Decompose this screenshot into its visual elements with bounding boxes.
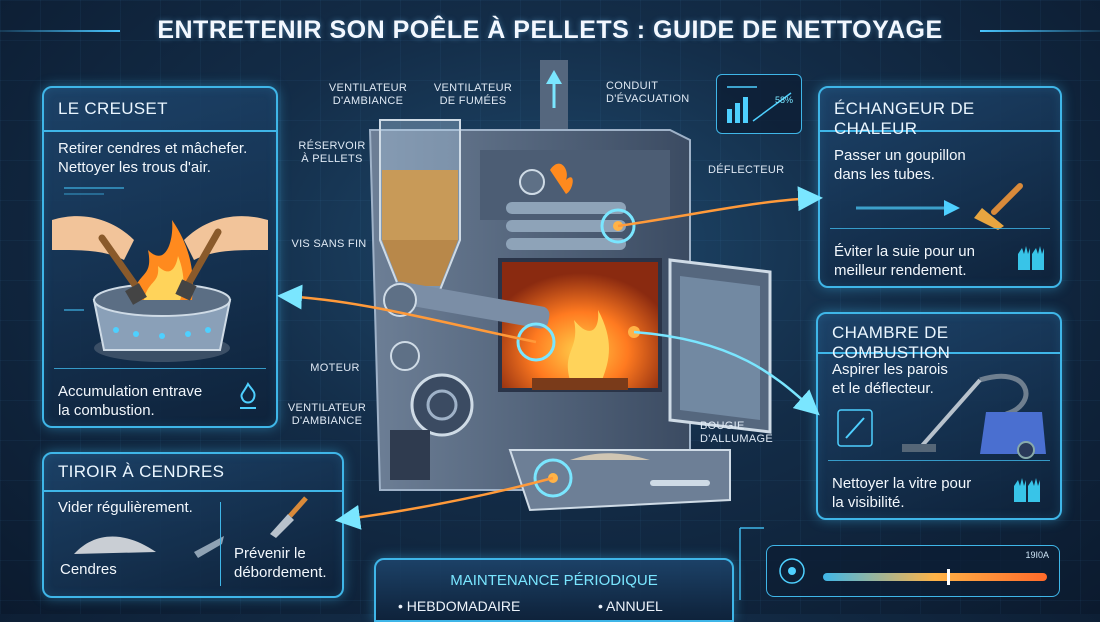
callout-text: VENTILATEUR [433, 82, 513, 94]
echangeur-text-2: dans les tubes. [834, 166, 935, 183]
callout-text: BOUGIE [700, 420, 745, 432]
tiroir-prevent-2: débordement. [234, 564, 327, 581]
brush-illustration [856, 183, 1023, 230]
temperature-bar [823, 573, 1047, 581]
chambre-text-2: et le déflecteur. [832, 380, 934, 397]
tiroir-prevent-1: Prévenir le [234, 545, 306, 562]
callout-conduit: CONDUIT D'ÉVACUATION [606, 80, 704, 106]
monitor-value: 58% [774, 95, 793, 105]
ash-pile-illustration [74, 536, 224, 558]
callout-text: CONDUIT [606, 80, 659, 92]
callout-vis: VIS SANS FIN [284, 238, 374, 251]
callout-text: RÉSERVOIR [298, 140, 366, 152]
maintenance-title: MAINTENANCE PÉRIODIQUE [450, 572, 658, 589]
panel-chambre-title: CHAMBRE DE COMBUSTION [832, 323, 951, 362]
callout-text: MOTEUR [310, 362, 360, 374]
gloves-icon [1018, 246, 1044, 270]
maintenance-item-annual: • ANNUEL [598, 598, 663, 614]
callout-text: D'AMBIANCE [332, 95, 404, 107]
panel-tiroir-header: TIROIR À CENDRES [44, 454, 342, 492]
panel-creuset: LE CREUSET Retirer cendres et mâchefer. … [42, 86, 278, 428]
page-title: ENTRETENIR SON POÊLE À PELLETS : GUIDE D… [157, 16, 943, 44]
bar-graph-icon [727, 86, 792, 123]
burn-pot-illustration [52, 187, 268, 362]
callout-reservoir: RÉSERVOIR À PELLETS [292, 140, 372, 166]
panel-chambre: CHAMBRE DE COMBUSTION Aspirer les parois… [816, 312, 1062, 520]
pellet-stove-illustration [368, 60, 772, 512]
echangeur-divider [830, 228, 1050, 229]
creuset-bottom-1: Accumulation entrave [58, 383, 203, 400]
callout-text: VENTILATEUR [328, 82, 408, 94]
callout-text: D'ALLUMAGE [700, 433, 773, 445]
gauge-widget: 19I0A [766, 545, 1060, 597]
panel-creuset-header: LE CREUSET [44, 88, 276, 132]
callout-ventilateur-ambiance-bottom: VENTILATEUR D'AMBIANCE [280, 402, 374, 428]
chambre-bottom-2: la visibilité. [832, 494, 905, 511]
callout-ventilateur-ambiance-top: VENTILATEUR D'AMBIANCE [322, 82, 414, 108]
callout-text: DÉFLECTEUR [708, 164, 785, 176]
chambre-text-1: Aspirer les parois [832, 361, 948, 378]
callout-ventilateur-fumees: VENTILATEUR DE FUMÉES [432, 82, 514, 108]
callout-text: VENTILATEUR [287, 402, 367, 414]
chambre-divider [828, 460, 1050, 461]
title-bar: ENTRETENIR SON POÊLE À PELLETS : GUIDE D… [0, 8, 1100, 52]
title-decor-right [980, 30, 1100, 32]
tiroir-text-1: Vider régulièrement. [58, 499, 193, 516]
panel-echangeur-header: ÉCHANGEUR DE CHALEUR [820, 88, 1060, 138]
flame-icon [240, 382, 256, 409]
callout-bougie: BOUGIE D'ALLUMAGE [700, 420, 792, 446]
ash-label: Cendres [60, 561, 117, 578]
callout-text: DE FUMÉES [439, 95, 507, 107]
panel-tiroir: TIROIR À CENDRES Vider régulièrement. Ce… [42, 452, 344, 598]
monitor-widget: 58% [716, 74, 802, 134]
creuset-text-1: Retirer cendres et mâchefer. [58, 140, 248, 157]
callout-text: D'AMBIANCE [291, 415, 363, 427]
trowel-icon [270, 496, 308, 538]
creuset-bottom-2: la combustion. [58, 402, 155, 419]
echangeur-bottom-1: Éviter la suie pour un [834, 243, 975, 260]
echangeur-bottom-2: meilleur rendement. [834, 262, 967, 279]
creuset-divider [54, 368, 266, 369]
maintenance-item-weekly: • HEBDOMADAIRE [398, 598, 521, 614]
panel-tiroir-title: TIROIR À CENDRES [58, 462, 225, 481]
callout-text: VIS SANS FIN [291, 238, 367, 250]
callout-text: À PELLETS [301, 153, 363, 165]
chambre-bottom-1: Nettoyer la vitre pour [832, 475, 972, 492]
callout-moteur: MOTEUR [300, 362, 370, 375]
echangeur-text-1: Passer un goupillon [834, 147, 966, 164]
vacuum-illustration [837, 373, 1046, 459]
gloves-icon-2 [1014, 478, 1040, 502]
maintenance-item-label: ANNUEL [606, 598, 663, 614]
callout-text: D'ÉVACUATION [606, 93, 690, 105]
sun-gauge-icon [779, 558, 805, 584]
temperature-marker [947, 569, 950, 585]
tiroir-divider [220, 502, 221, 586]
panel-chambre-header: CHAMBRE DE COMBUSTION [818, 314, 1060, 362]
panel-echangeur-title: ÉCHANGEUR DE CHALEUR [834, 99, 975, 138]
panel-echangeur: ÉCHANGEUR DE CHALEUR Passer un goupillon… [818, 86, 1062, 288]
gauge-label: 19I0A [1025, 550, 1049, 560]
maintenance-item-label: HEBDOMADAIRE [406, 598, 521, 614]
creuset-text-2: Nettoyer les trous d'air. [58, 159, 211, 176]
title-decor-left [0, 30, 120, 32]
maintenance-panel: MAINTENANCE PÉRIODIQUE • HEBDOMADAIRE • … [374, 558, 734, 622]
callout-deflecteur: DÉFLECTEUR [708, 164, 792, 177]
panel-creuset-title: LE CREUSET [58, 99, 168, 118]
